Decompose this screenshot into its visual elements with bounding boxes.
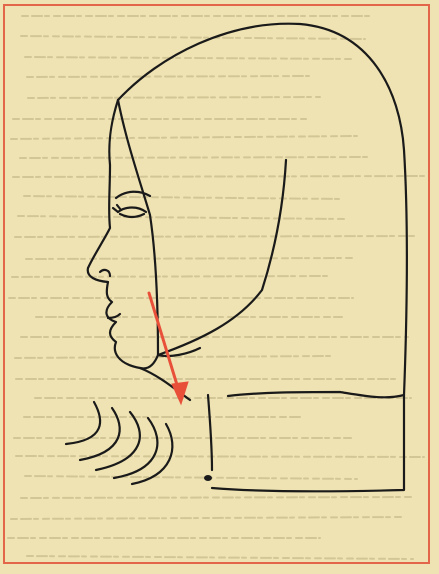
face-profile bbox=[88, 100, 158, 368]
nostril bbox=[100, 270, 110, 276]
mouth-line bbox=[108, 314, 120, 318]
red-arrow-icon bbox=[149, 293, 188, 404]
neck-back-line bbox=[208, 395, 212, 470]
hair-stroke-5 bbox=[132, 424, 172, 484]
hood-outline bbox=[118, 24, 407, 398]
hair-stroke-1 bbox=[66, 402, 100, 444]
hood-bottom-back bbox=[212, 395, 404, 491]
hood-front-edge bbox=[118, 100, 286, 355]
eye-lower-lid bbox=[120, 214, 144, 217]
eye-upper-lid bbox=[118, 208, 146, 213]
neck-mark bbox=[204, 475, 212, 481]
